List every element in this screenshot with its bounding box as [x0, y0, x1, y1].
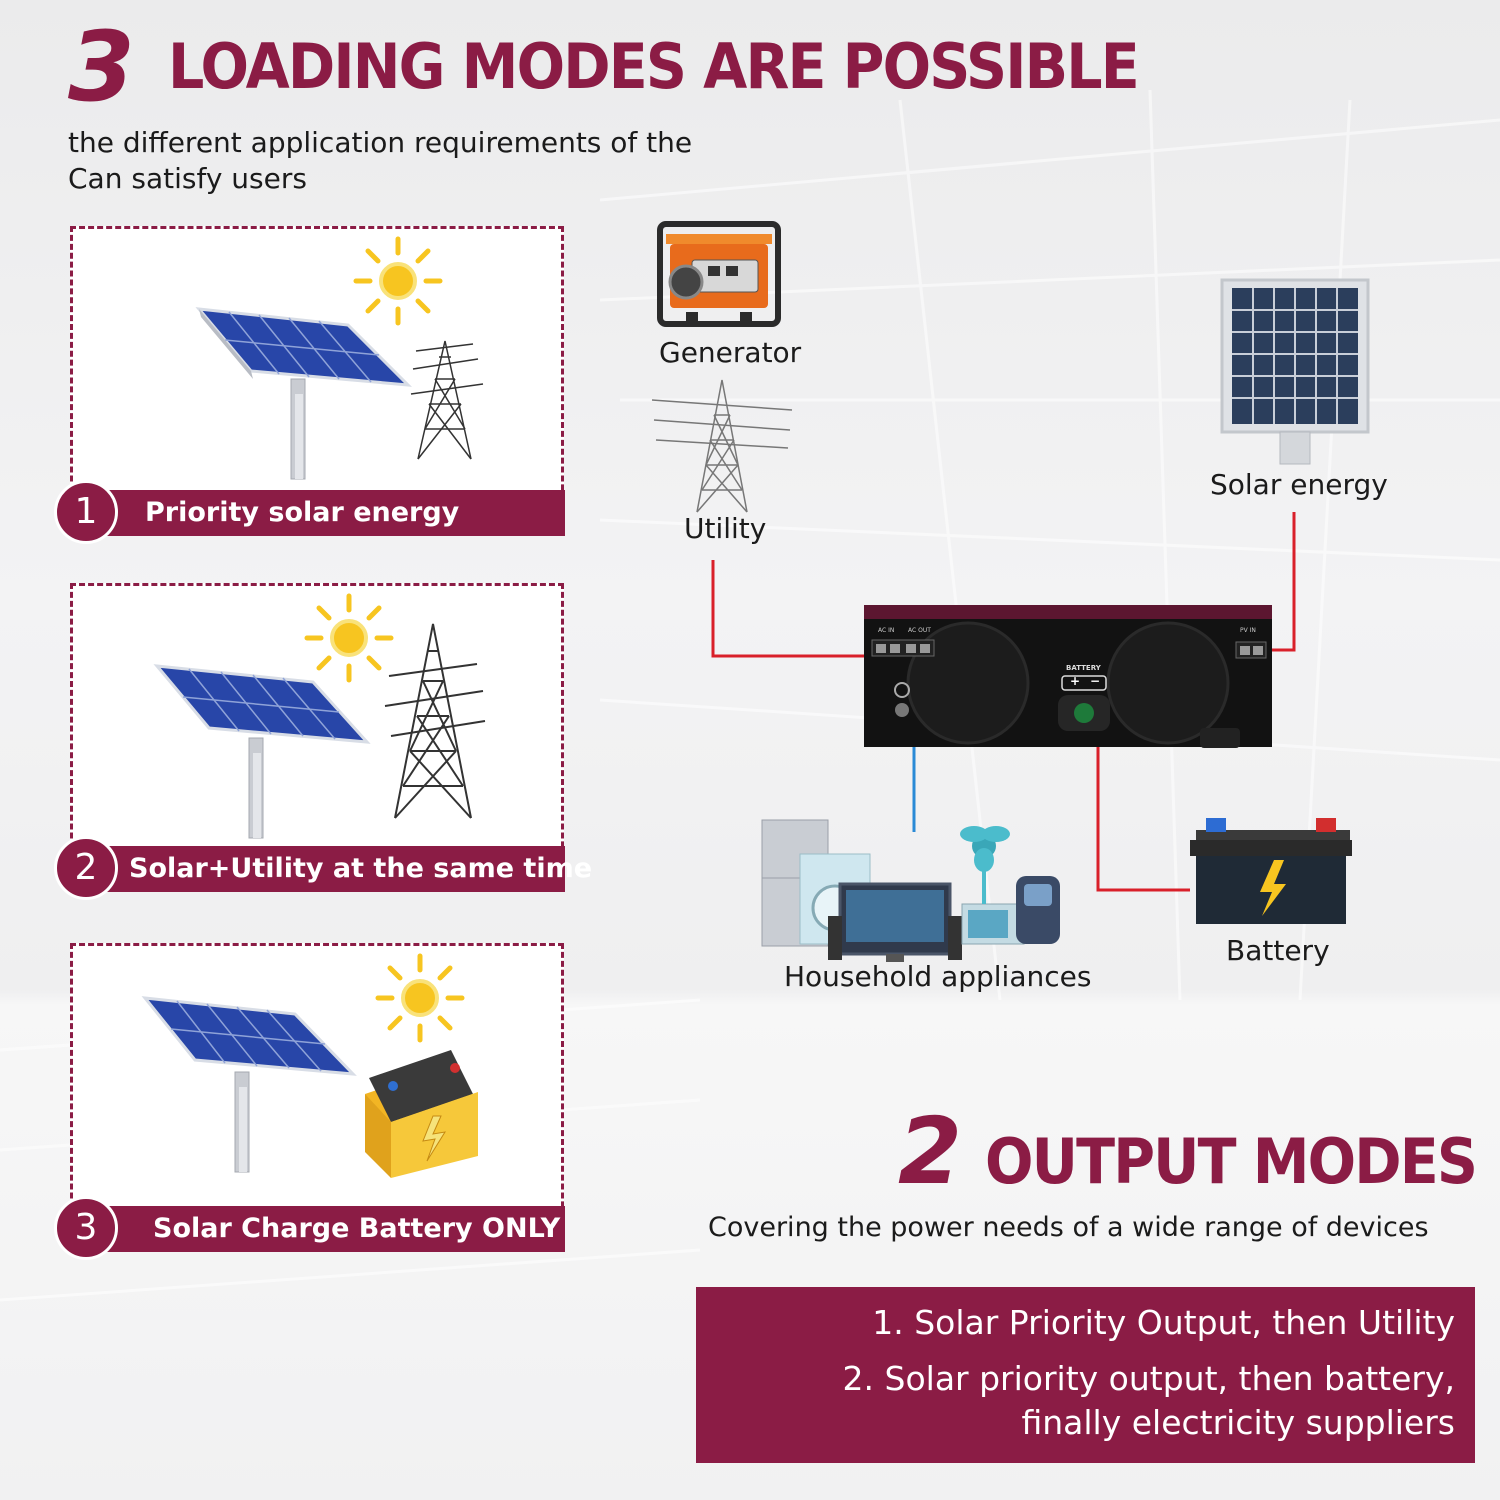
- inverter-icon: [864, 605, 1272, 748]
- solar-energy-label: Solar energy: [1210, 468, 1388, 501]
- battery-icon: [1190, 818, 1352, 924]
- mode-card-3: [70, 943, 564, 1243]
- generator-icon: [657, 221, 781, 327]
- mode-bar-3: [70, 1206, 565, 1252]
- output-subtitle: Covering the power needs of a wide range…: [708, 1212, 1429, 1243]
- output-number: 2: [898, 1098, 963, 1205]
- inverter-pv-in-label: PV IN: [1240, 627, 1256, 634]
- power-tower-icon: [384, 623, 486, 819]
- battery-wire: [1096, 712, 1190, 892]
- household-appliances-label: Household appliances: [784, 960, 1092, 993]
- page-title: 3 LOADING MODES ARE POSSIBLE: [68, 12, 1222, 122]
- household-appliances-icon: [761, 819, 1060, 962]
- mode-card-1: [70, 226, 564, 526]
- output-item-3: finally electricity suppliers: [1021, 1403, 1455, 1442]
- solar-battery-illustration: [141, 953, 478, 1178]
- mode-label-2: Solar+Utility at the same time: [129, 853, 593, 884]
- output-title: OUTPUT MODES: [985, 1125, 1478, 1198]
- system-diagram: [651, 221, 1370, 962]
- power-tower-icon: [410, 340, 484, 460]
- utility-tower-icon: [651, 379, 793, 513]
- inverter-plus-label: +: [1070, 674, 1081, 688]
- battery-icon: [365, 1050, 478, 1178]
- inverter-ac-out-label: AC OUT: [908, 627, 931, 634]
- mode-card-2: [70, 583, 564, 883]
- solar-panel-icon: [141, 996, 357, 1173]
- battery-label: Battery: [1226, 934, 1330, 967]
- mode-label-3: Solar Charge Battery ONLY: [153, 1213, 561, 1244]
- mode-bar-1: [70, 490, 565, 536]
- mode-number-2: 2: [54, 836, 118, 900]
- output-modes-box: 1. Solar Priority Output, then Utility 2…: [696, 1287, 1475, 1463]
- solar-utility-illustration: [153, 593, 486, 839]
- sun-icon: [375, 953, 465, 1043]
- title-number: 3: [68, 11, 135, 123]
- solar-panel-icon: [195, 307, 412, 480]
- output-item-1: 1. Solar Priority Output, then Utility: [872, 1303, 1455, 1342]
- utility-label: Utility: [684, 512, 767, 545]
- sun-icon: [353, 236, 443, 326]
- mode-bar-2: [70, 846, 565, 892]
- solar-panel-icon: [1220, 278, 1370, 465]
- generator-label: Generator: [659, 336, 802, 369]
- inverter-ac-in-label: AC IN: [878, 627, 895, 634]
- utility-wire: [711, 560, 876, 658]
- mode-label-1: Priority solar energy: [145, 497, 460, 528]
- inverter-battery-label: BATTERY: [1066, 664, 1101, 672]
- inverter-minus-label: −: [1090, 674, 1101, 688]
- mode-number-1: 1: [54, 480, 118, 544]
- solar-tower-illustration: [195, 236, 484, 480]
- mode-number-3: 3: [54, 1196, 118, 1260]
- output-item-2: 2. Solar priority output, then battery,: [842, 1359, 1455, 1398]
- subtitle-line-2: Can satisfy users: [68, 162, 307, 195]
- sun-icon: [304, 593, 394, 683]
- solar-panel-icon: [153, 664, 371, 839]
- subtitle-line-1: the different application requirements o…: [68, 126, 693, 159]
- title-text: LOADING MODES ARE POSSIBLE: [167, 30, 1140, 103]
